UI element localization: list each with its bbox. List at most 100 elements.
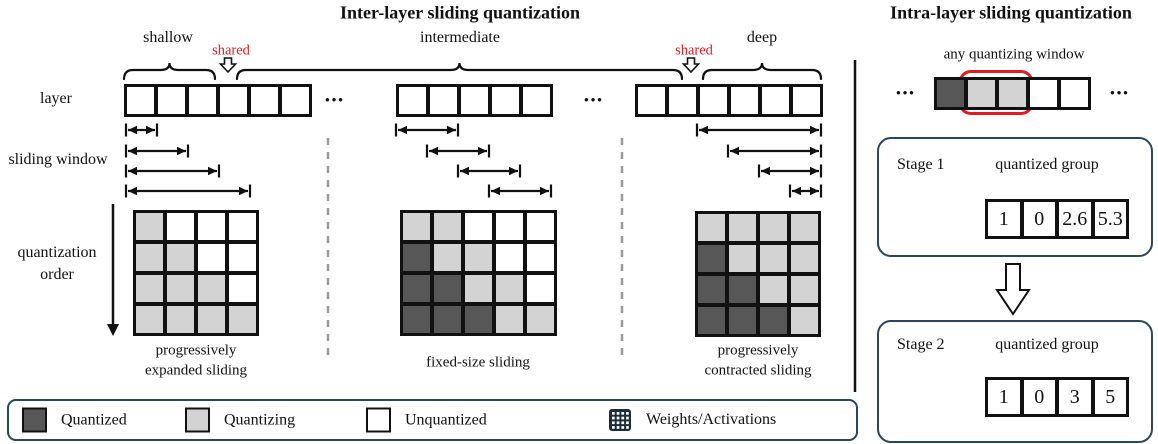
grid-cell — [165, 211, 196, 242]
caption-contracted-line1: progressively — [717, 342, 799, 359]
ellipsis-intra-left: ••• — [896, 85, 916, 100]
shared-label-right: shared — [675, 42, 713, 59]
grid-cell — [494, 304, 525, 335]
grid-cell — [696, 212, 727, 243]
legend-item-weights-activations: Weights/Activations — [608, 408, 776, 432]
quantization-order-label-line2: order — [40, 266, 74, 283]
grid-cell — [789, 305, 820, 336]
layer-cell — [760, 85, 791, 116]
legend-label-quantizing: Quantizing — [224, 411, 296, 428]
grid-cell — [727, 305, 758, 336]
grid-cell — [758, 274, 789, 305]
layer-cell — [636, 85, 667, 116]
grid-cell — [525, 273, 556, 304]
layer-cell — [249, 85, 280, 116]
grid-cell — [727, 274, 758, 305]
layer-row-deep — [635, 84, 823, 117]
grid-cell — [696, 243, 727, 274]
grid-cell — [463, 242, 494, 273]
grid-cell — [463, 211, 494, 242]
grid-cell — [789, 274, 820, 305]
value-cell: 2.6 — [1057, 200, 1093, 238]
layer-cell — [997, 78, 1028, 109]
grid-cell — [494, 211, 525, 242]
legend-label-unquantized: Unquantized — [405, 411, 487, 428]
grid-cell — [432, 242, 463, 273]
shared-label-left: shared — [212, 42, 250, 59]
grid-cell — [401, 304, 432, 335]
grid-cell — [165, 304, 196, 335]
grid-cell — [789, 243, 820, 274]
layer-row-intermediate — [396, 84, 553, 117]
grid-cell — [227, 304, 258, 335]
layer-cell — [791, 85, 822, 116]
intra-layer-strip — [934, 77, 1091, 110]
value-cell: 0 — [1021, 200, 1057, 238]
layer-cell — [729, 85, 760, 116]
grid-cell — [134, 211, 165, 242]
grid-cell — [196, 273, 227, 304]
grid-fixed-size — [400, 210, 557, 336]
value-cell: 1 — [986, 200, 1022, 238]
grid-cell — [432, 273, 463, 304]
legend-label-quantized: Quantized — [61, 411, 127, 428]
legend-box: Quantized Quantizing Unquantized Weights… — [7, 399, 858, 441]
layer-cell — [1028, 78, 1059, 109]
grid-cell — [494, 242, 525, 273]
stage1-label: Stage 1 — [897, 156, 945, 173]
layer-cell — [280, 85, 311, 116]
grid-cell — [696, 274, 727, 305]
layer-cell — [667, 85, 698, 116]
legend-item-quantized: Quantized — [22, 407, 127, 433]
legend-label-weights-activations: Weights/Activations — [646, 411, 777, 428]
grid-progressively-expanded — [133, 210, 259, 336]
grid-cell — [758, 305, 789, 336]
shallow-label: shallow — [143, 29, 193, 46]
grid-cell — [525, 242, 556, 273]
layer-cell — [935, 78, 966, 109]
grid-progressively-contracted — [695, 211, 821, 337]
ellipsis-intra-right: ••• — [1110, 85, 1130, 100]
value-cell: 0 — [1021, 378, 1057, 416]
grid-cell — [196, 242, 227, 273]
stage2-label: Stage 2 — [897, 336, 945, 353]
grid-cell — [696, 305, 727, 336]
layer-cell — [156, 85, 187, 116]
caption-expanded-line2: expanded sliding — [144, 362, 248, 379]
grid-cell — [165, 273, 196, 304]
grid-cell — [463, 273, 494, 304]
layer-cell — [490, 85, 521, 116]
value-cell: 1 — [986, 378, 1022, 416]
grid-cell — [227, 242, 258, 273]
grid-cell — [432, 304, 463, 335]
grid-cell — [727, 243, 758, 274]
layer-cell — [428, 85, 459, 116]
grid-cell — [525, 304, 556, 335]
quantization-order-label-line1: quantization — [17, 244, 97, 261]
grid-cell — [727, 212, 758, 243]
stage1-group-label: quantized group — [995, 156, 1099, 173]
grid-cell — [401, 211, 432, 242]
layer-cell — [125, 85, 156, 116]
grid-cell — [758, 212, 789, 243]
grid-cell — [789, 212, 820, 243]
layer-cell — [698, 85, 729, 116]
intermediate-label: intermediate — [420, 29, 500, 46]
grid-cell — [463, 304, 494, 335]
inter-layer-title: Inter-layer sliding quantization — [339, 2, 581, 23]
quantized-swatch — [22, 407, 47, 433]
grid-cell — [525, 211, 556, 242]
grid-cell — [196, 304, 227, 335]
grid-cell — [401, 273, 432, 304]
grid-cell — [196, 211, 227, 242]
grid-cell — [227, 211, 258, 242]
value-cell: 3 — [1057, 378, 1093, 416]
stage2-group-label: quantized group — [995, 336, 1099, 353]
legend-item-quantizing: Quantizing — [185, 407, 296, 433]
caption-expanded-line1: progressively — [155, 342, 237, 359]
sliding-window-label: sliding window — [8, 151, 108, 168]
ellipsis-left: ••• — [325, 92, 345, 107]
